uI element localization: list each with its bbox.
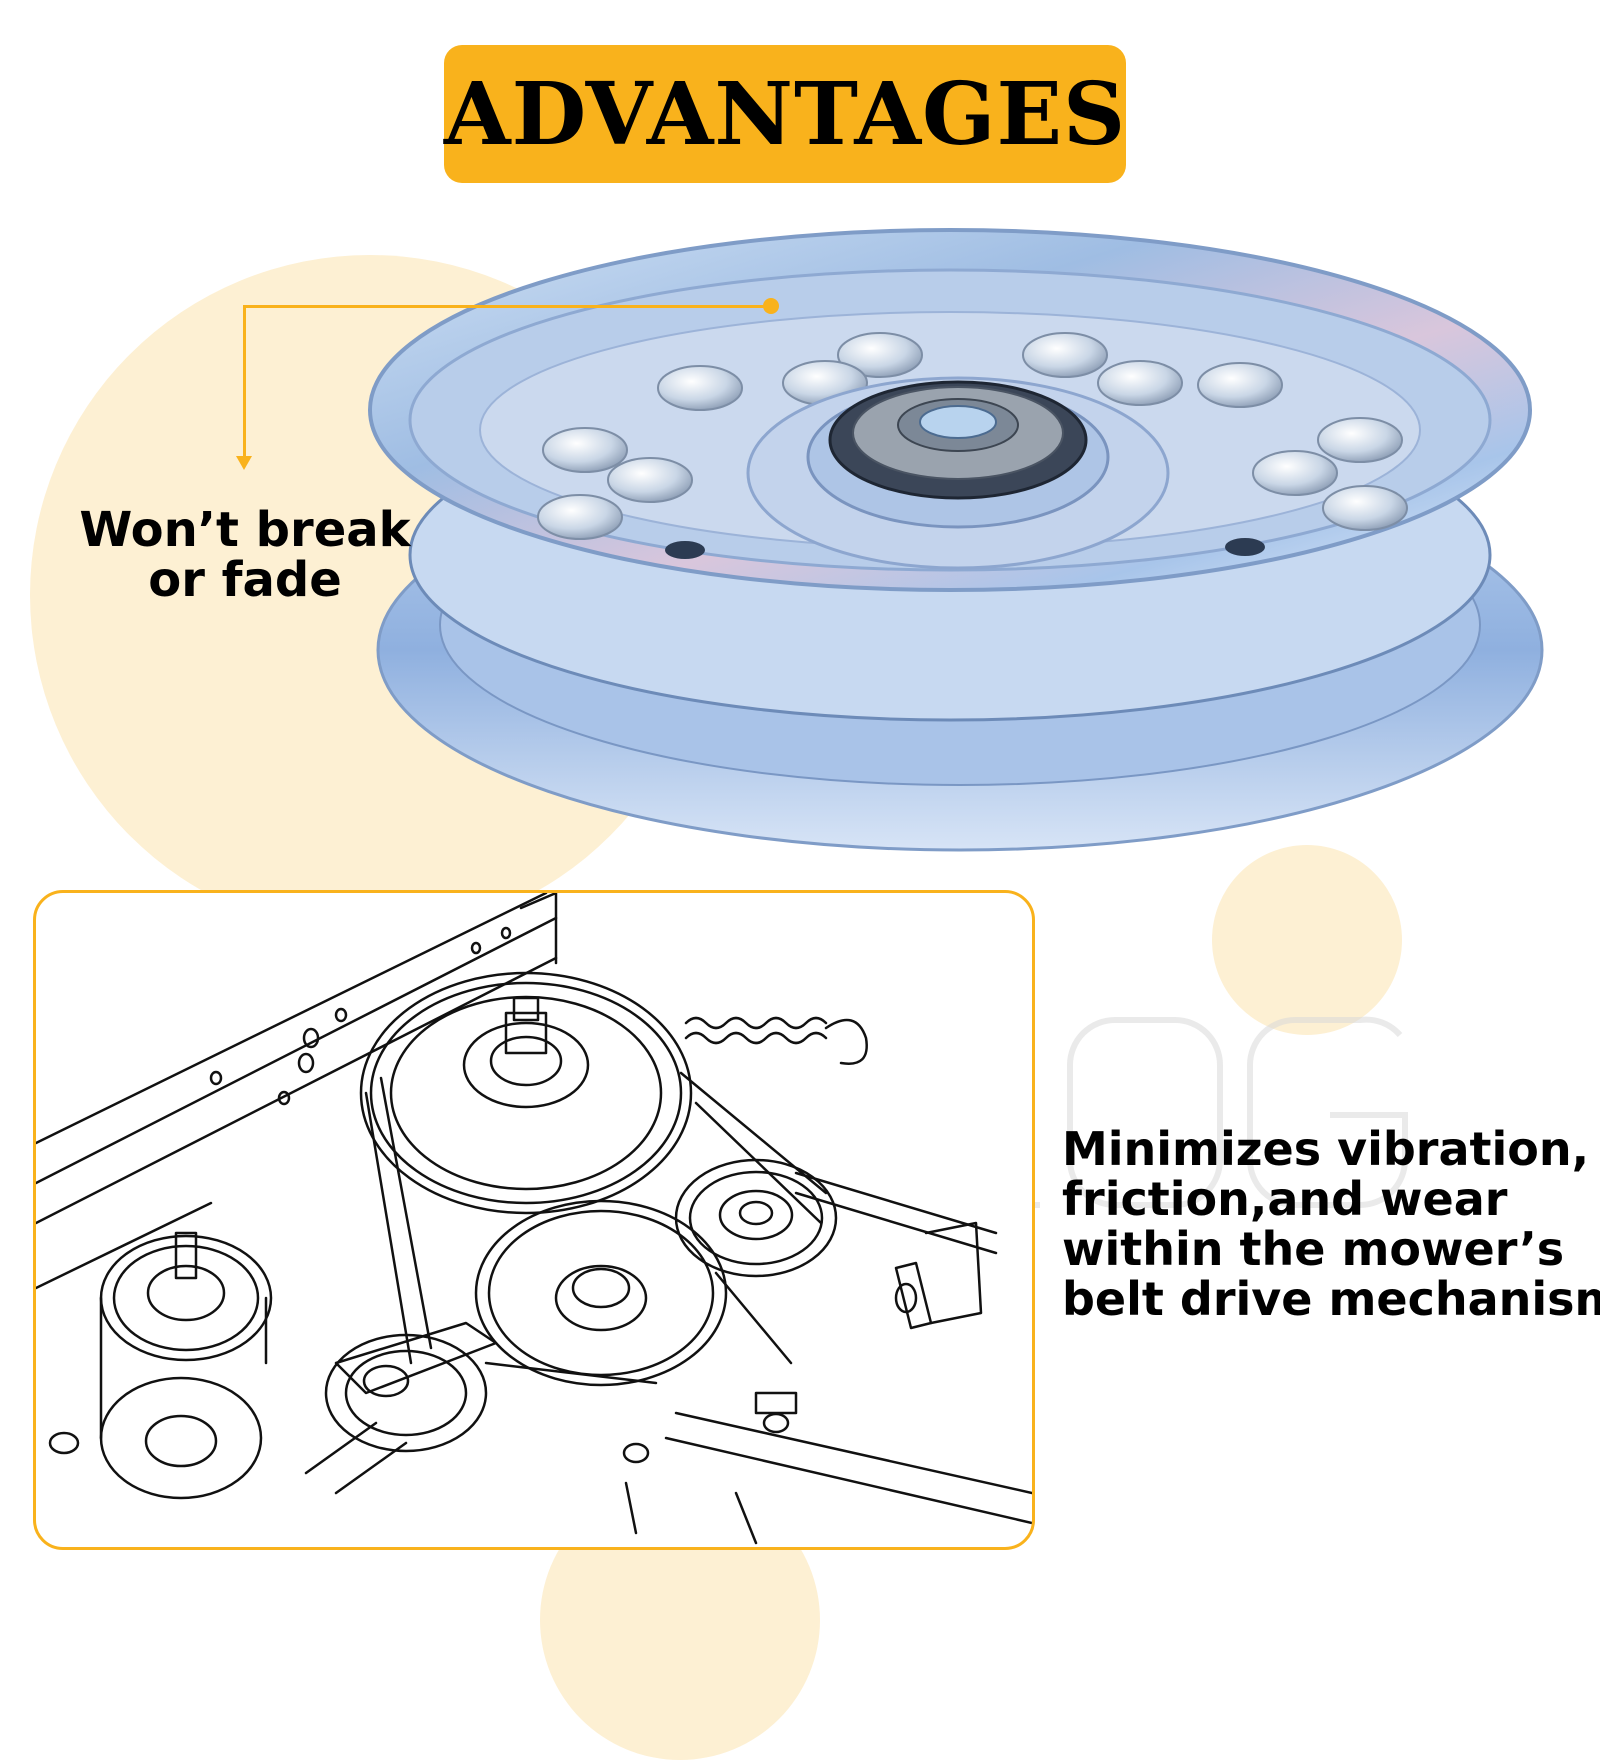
callout-line-2: or fade [148, 552, 342, 608]
callout-line-1: Won’t break [79, 502, 411, 558]
belt-drive-diagram-frame [33, 890, 1035, 1550]
callout-arrow-icon [236, 456, 252, 470]
belt-drive-diagram [36, 893, 1032, 1545]
title-banner: ADVANTAGES [444, 45, 1126, 183]
callout-text: Won’t break or fade [60, 505, 430, 605]
feature-line-3: within the mower’s [1062, 1222, 1565, 1276]
page-title: ADVANTAGES [443, 63, 1127, 165]
feature-line-2: friction,and wear [1062, 1172, 1508, 1226]
callout-line-vertical [243, 305, 246, 460]
feature-line-4: belt drive mechanism [1062, 1272, 1600, 1326]
idler-pulley-image [360, 195, 1590, 875]
callout-line-horizontal [243, 305, 771, 308]
callout-dot [763, 298, 779, 314]
feature-description: Minimizes vibration, friction,and wear w… [1062, 1122, 1600, 1326]
background-circle-small [1212, 845, 1402, 1035]
feature-line-1: Minimizes vibration, [1062, 1122, 1590, 1176]
